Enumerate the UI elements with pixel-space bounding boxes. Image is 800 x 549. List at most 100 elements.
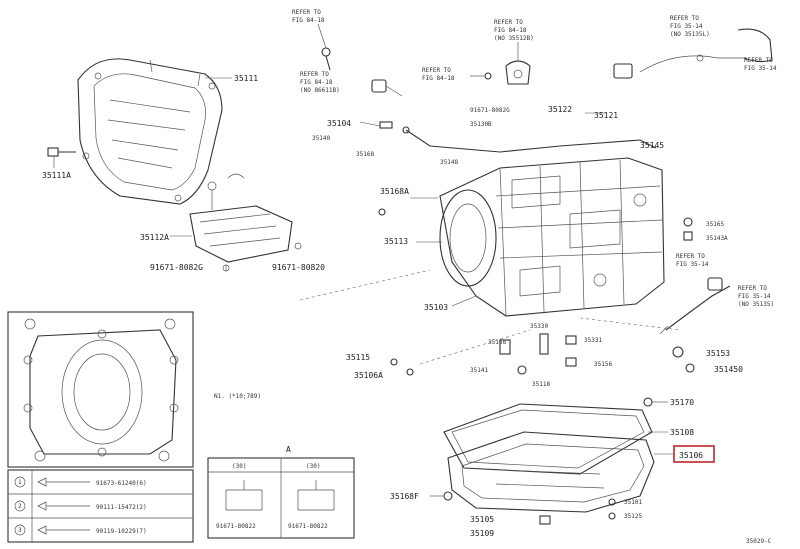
callout-91671-mid[interactable]: 91671-8082G <box>470 107 510 114</box>
callout-35153[interactable]: 35153 <box>706 349 730 358</box>
svg-text:REFER TO: REFER TO <box>744 57 773 64</box>
washer-35104[interactable] <box>379 121 393 129</box>
bolt-part-3: 90119-10229(7) <box>96 528 147 535</box>
note-refer-8: REFER TO FIG 35-14 (NO 35135) <box>738 285 774 308</box>
callout-35148[interactable]: 35148 <box>440 159 458 166</box>
callout-35330[interactable]: 35330 <box>530 323 548 330</box>
callout-91671-a[interactable]: 91671-8082G <box>150 263 203 272</box>
bolts-pan[interactable] <box>608 498 616 520</box>
note-refer-1: REFER TO FIG 84-18 <box>292 9 325 24</box>
callout-35118[interactable]: 35118 <box>532 381 550 388</box>
callout-35113[interactable]: 35113 <box>384 237 408 246</box>
sensor-35153[interactable] <box>672 346 695 373</box>
svg-text:FIG 35-14: FIG 35-14 <box>744 65 777 72</box>
bolt-part-1: 91673-61240(6) <box>96 480 147 487</box>
note-refer-7: REFER TO FIG 35-14 <box>676 253 709 268</box>
note-refer-2: REFER TO FIG 84-18 (NO 86611B) <box>300 71 340 94</box>
bolt-legend-table: 1 2 3 91673-61240(6) 90111-15472(2) 9011… <box>7 469 194 543</box>
callout-35168b[interactable]: 35168 <box>488 339 506 346</box>
svg-text:2: 2 <box>18 503 22 510</box>
plug-35165[interactable] <box>683 217 693 241</box>
wire-harness-top[interactable] <box>613 28 773 79</box>
sensor-top-left[interactable] <box>321 47 331 71</box>
svg-text:FIG 84-18: FIG 84-18 <box>300 79 333 86</box>
wire-harness-right[interactable] <box>659 277 731 335</box>
callout-35156[interactable]: 35156 <box>594 361 612 368</box>
callout-35140[interactable]: 35140 <box>312 135 330 142</box>
svg-text:91671-80822: 91671-80822 <box>288 523 328 530</box>
svg-text:FIG 35-14: FIG 35-14 <box>738 293 771 300</box>
callout-35106a-left[interactable]: 35106A <box>354 371 383 380</box>
callout-35103[interactable]: 35103 <box>424 303 448 312</box>
bracket-35112a[interactable] <box>189 173 302 272</box>
callout-35331[interactable]: 35331 <box>584 337 602 344</box>
svg-text:(NO 35512B): (NO 35512B) <box>494 35 534 42</box>
callout-35112a[interactable]: 35112A <box>140 233 169 242</box>
callout-35141[interactable]: 35141 <box>470 367 488 374</box>
svg-text:FIG 35-14: FIG 35-14 <box>676 261 709 268</box>
sensor-connector[interactable] <box>371 79 403 97</box>
callout-35170[interactable]: 35170 <box>670 398 694 407</box>
callout-35130b[interactable]: 35130B <box>470 121 492 128</box>
callout-35168f[interactable]: 35168F <box>390 492 419 501</box>
callout-35111[interactable]: 35111 <box>234 74 258 83</box>
callout-35121[interactable]: 35121 <box>594 111 618 120</box>
svg-text:FIG 84-18: FIG 84-18 <box>494 27 527 34</box>
svg-text:REFER TO: REFER TO <box>422 67 451 74</box>
callout-35109[interactable]: 35109 <box>470 529 494 538</box>
oil-pan-gasket[interactable] <box>443 403 653 475</box>
magnet-35170[interactable] <box>643 397 653 407</box>
svg-text:3: 3 <box>18 527 22 534</box>
svg-text:REFER TO: REFER TO <box>738 285 767 292</box>
callout-35111a[interactable]: 35111A <box>42 171 71 180</box>
svg-text:FIG 35-14: FIG 35-14 <box>670 23 703 30</box>
callout-91671-b[interactable]: 91671-80820 <box>272 263 325 272</box>
bolts-35115[interactable] <box>390 358 414 376</box>
callout-35108[interactable]: 35108 <box>670 428 694 437</box>
callout-35105[interactable]: 35105 <box>470 515 494 524</box>
valve-cluster[interactable] <box>499 333 577 375</box>
bell-housing[interactable] <box>77 58 223 205</box>
note-refer-6: REFER TO FIG 35-14 <box>744 57 777 72</box>
dipstick-tube[interactable] <box>402 126 657 153</box>
ref-note: N1. (*10;789) <box>214 393 261 400</box>
bolt-35168a[interactable] <box>378 208 386 216</box>
oil-pan[interactable] <box>447 431 655 513</box>
svg-text:1: 1 <box>18 479 22 486</box>
svg-text:FIG 84-18: FIG 84-18 <box>292 17 325 24</box>
callout-35145[interactable]: 35145 <box>640 141 664 150</box>
callout-351450[interactable]: 351450 <box>714 365 743 374</box>
svg-text:REFER TO: REFER TO <box>494 19 523 26</box>
svg-text:91671-80822: 91671-80822 <box>216 523 256 530</box>
transmission-case[interactable] <box>439 157 665 317</box>
drain-plug[interactable] <box>443 491 551 525</box>
callout-35104[interactable]: 35104 <box>327 119 351 128</box>
svg-text:(30): (30) <box>232 463 246 470</box>
detail-a-box: A (30) (30) 91671-80822 91671-80822 <box>207 445 355 539</box>
plug-small[interactable] <box>484 72 492 80</box>
bolt-part-2: 90111-15472(2) <box>96 504 147 511</box>
svg-text:REFER TO: REFER TO <box>300 71 329 78</box>
callout-35168a[interactable]: 35168A <box>380 187 409 196</box>
svg-text:(NO 35135L): (NO 35135L) <box>670 31 710 38</box>
bolt-35111a[interactable] <box>47 147 76 157</box>
svg-text:(NO 35135): (NO 35135) <box>738 301 774 308</box>
svg-text:(30): (30) <box>306 463 320 470</box>
callout-35122[interactable]: 35122 <box>548 105 572 114</box>
callout-35143a[interactable]: 35143A <box>706 235 728 242</box>
svg-text:REFER TO: REFER TO <box>676 253 705 260</box>
svg-text:FIG 84-18: FIG 84-18 <box>422 75 455 82</box>
callout-35165[interactable]: 35165 <box>706 221 724 228</box>
detail-a-label: A <box>286 445 291 454</box>
callout-35106-highlighted[interactable]: 35106 <box>679 451 703 460</box>
callout-35101[interactable]: 35101 <box>624 499 642 506</box>
callout-35168-top[interactable]: 35168 <box>356 151 374 158</box>
callout-35115[interactable]: 35115 <box>346 353 370 362</box>
solenoid-top[interactable] <box>505 60 531 85</box>
note-refer-4: REFER TO FIG 84-18 (NO 35512B) <box>494 19 534 42</box>
bolt-pattern-view[interactable] <box>7 311 194 468</box>
svg-text:REFER TO: REFER TO <box>292 9 321 16</box>
callout-35125[interactable]: 35125 <box>624 513 642 520</box>
